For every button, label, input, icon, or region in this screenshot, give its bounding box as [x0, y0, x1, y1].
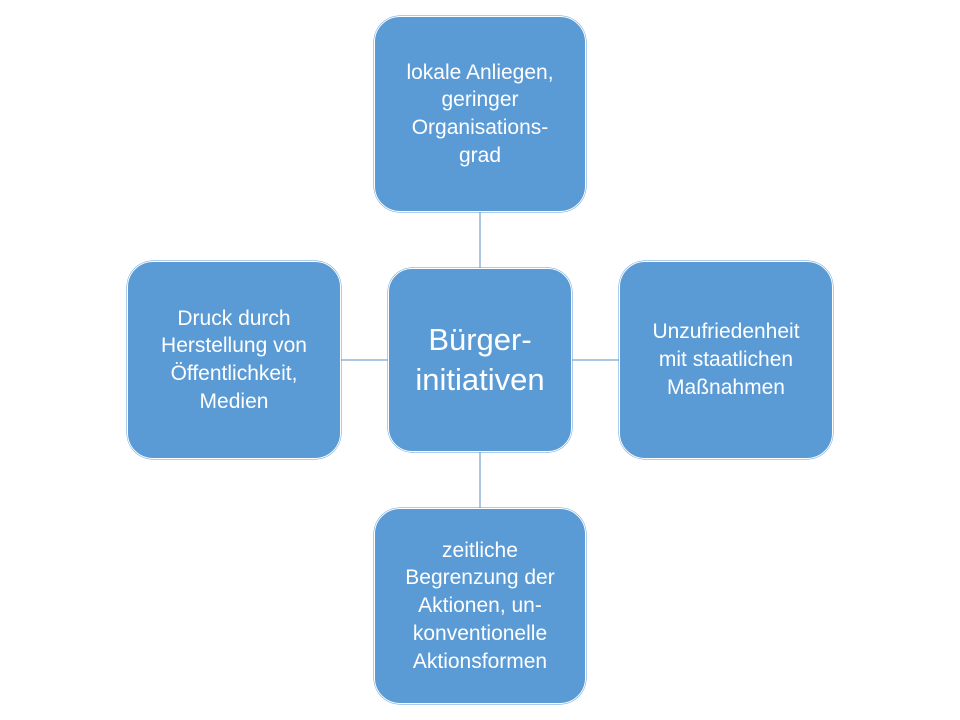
node-right-label: Unzufriedenheit mit staatlichen Maßnahme… [652, 320, 800, 399]
node-top: lokale Anliegen, geringer Organisations-… [374, 16, 586, 212]
node-top-label: lokale Anliegen, geringer Organisations-… [406, 60, 554, 167]
node-left: Druck durch Herstellung von Öffentlichke… [127, 261, 341, 459]
node-center-label: Bürger- initiativen [415, 321, 545, 397]
node-bottom-label: zeitliche Begrenzung der Aktionen, un- k… [405, 538, 555, 673]
node-bottom: zeitliche Begrenzung der Aktionen, un- k… [374, 508, 586, 704]
node-left-label: Druck durch Herstellung von Öffentlichke… [161, 306, 307, 413]
node-right: Unzufriedenheit mit staatlichen Maßnahme… [619, 261, 833, 459]
node-center: Bürger- initiativen [388, 268, 572, 452]
